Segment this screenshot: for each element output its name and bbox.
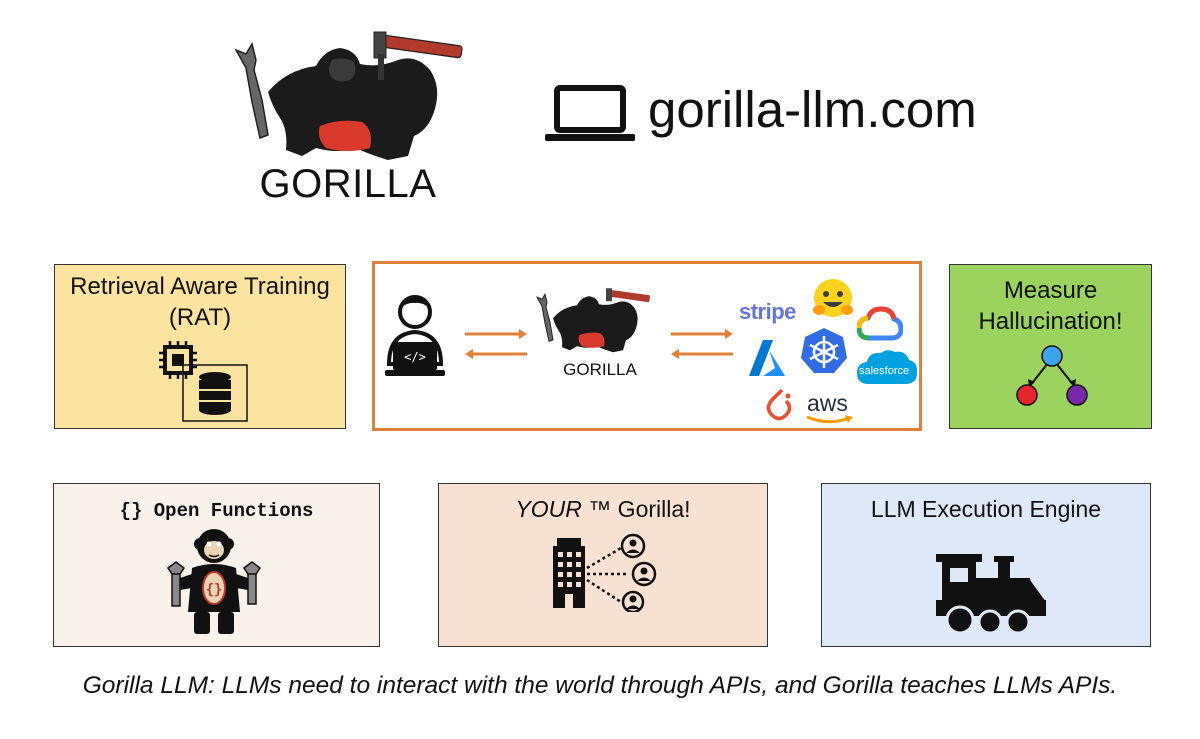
gorilla-logo-icon bbox=[234, 31, 463, 160]
developer-icon: </> bbox=[385, 295, 445, 376]
aws-logo: aws bbox=[807, 390, 848, 416]
pytorch-icon bbox=[766, 388, 792, 421]
gorilla-icon bbox=[535, 288, 651, 353]
open-functions-card: {} Open Functions {} bbox=[53, 483, 380, 647]
your-gorilla-card: YOUR ™ Gorilla! bbox=[438, 483, 768, 647]
stripe-logo: stripe bbox=[739, 299, 796, 324]
exchange-arrows-left bbox=[465, 329, 527, 359]
your-gorilla-title-rest: Gorilla! bbox=[611, 496, 691, 522]
hallucination-title-line2: Hallucination! bbox=[978, 308, 1123, 335]
gorilla-api-diagram: </> GORILLA stripe bbox=[372, 261, 922, 431]
open-functions-gorilla-icon: {} bbox=[166, 529, 262, 634]
hallucination-title: Measure Hallucination! bbox=[950, 275, 1151, 337]
chip-database-icon bbox=[159, 341, 248, 422]
hallucination-card: Measure Hallucination! bbox=[949, 264, 1152, 429]
execution-engine-card: LLM Execution Engine bbox=[821, 483, 1151, 647]
enterprise-users-icon bbox=[553, 533, 657, 612]
locomotive-icon bbox=[936, 554, 1046, 635]
laptop-icon bbox=[545, 85, 635, 141]
rat-card: Retrieval Aware Training (RAT) bbox=[54, 264, 346, 429]
salesforce-logo: salesforce bbox=[859, 365, 910, 377]
rat-title-line1: Retrieval Aware Training bbox=[70, 273, 330, 300]
salesforce-icon bbox=[857, 350, 918, 384]
huggingface-icon bbox=[813, 279, 853, 317]
rat-title: Retrieval Aware Training (RAT) bbox=[55, 271, 345, 333]
svg-text:{}: {} bbox=[206, 582, 223, 598]
logo-title: GORILLA bbox=[259, 162, 437, 206]
your-gorilla-title: YOUR ™ Gorilla! bbox=[439, 496, 767, 523]
figure-caption: Gorilla LLM: LLMs need to interact with … bbox=[82, 672, 1118, 699]
google-cloud-icon bbox=[857, 306, 903, 341]
hallucination-title-line1: Measure bbox=[1003, 277, 1098, 304]
azure-icon bbox=[749, 340, 785, 376]
open-functions-title: {} Open Functions bbox=[119, 500, 314, 522]
site-url-link[interactable]: gorilla-llm.com bbox=[648, 81, 977, 138]
svg-text:</>: </> bbox=[404, 350, 426, 364]
tree-graph-icon bbox=[1016, 345, 1088, 406]
kubernetes-icon bbox=[801, 328, 847, 373]
aws-smile-icon bbox=[806, 415, 853, 424]
your-gorilla-title-italic: YOUR ™ bbox=[515, 496, 612, 522]
rat-title-line2: (RAT) bbox=[168, 304, 232, 331]
exchange-arrows-right bbox=[671, 329, 733, 359]
execution-engine-title: LLM Execution Engine bbox=[870, 496, 1102, 522]
gorilla-label: GORILLA bbox=[563, 360, 637, 379]
